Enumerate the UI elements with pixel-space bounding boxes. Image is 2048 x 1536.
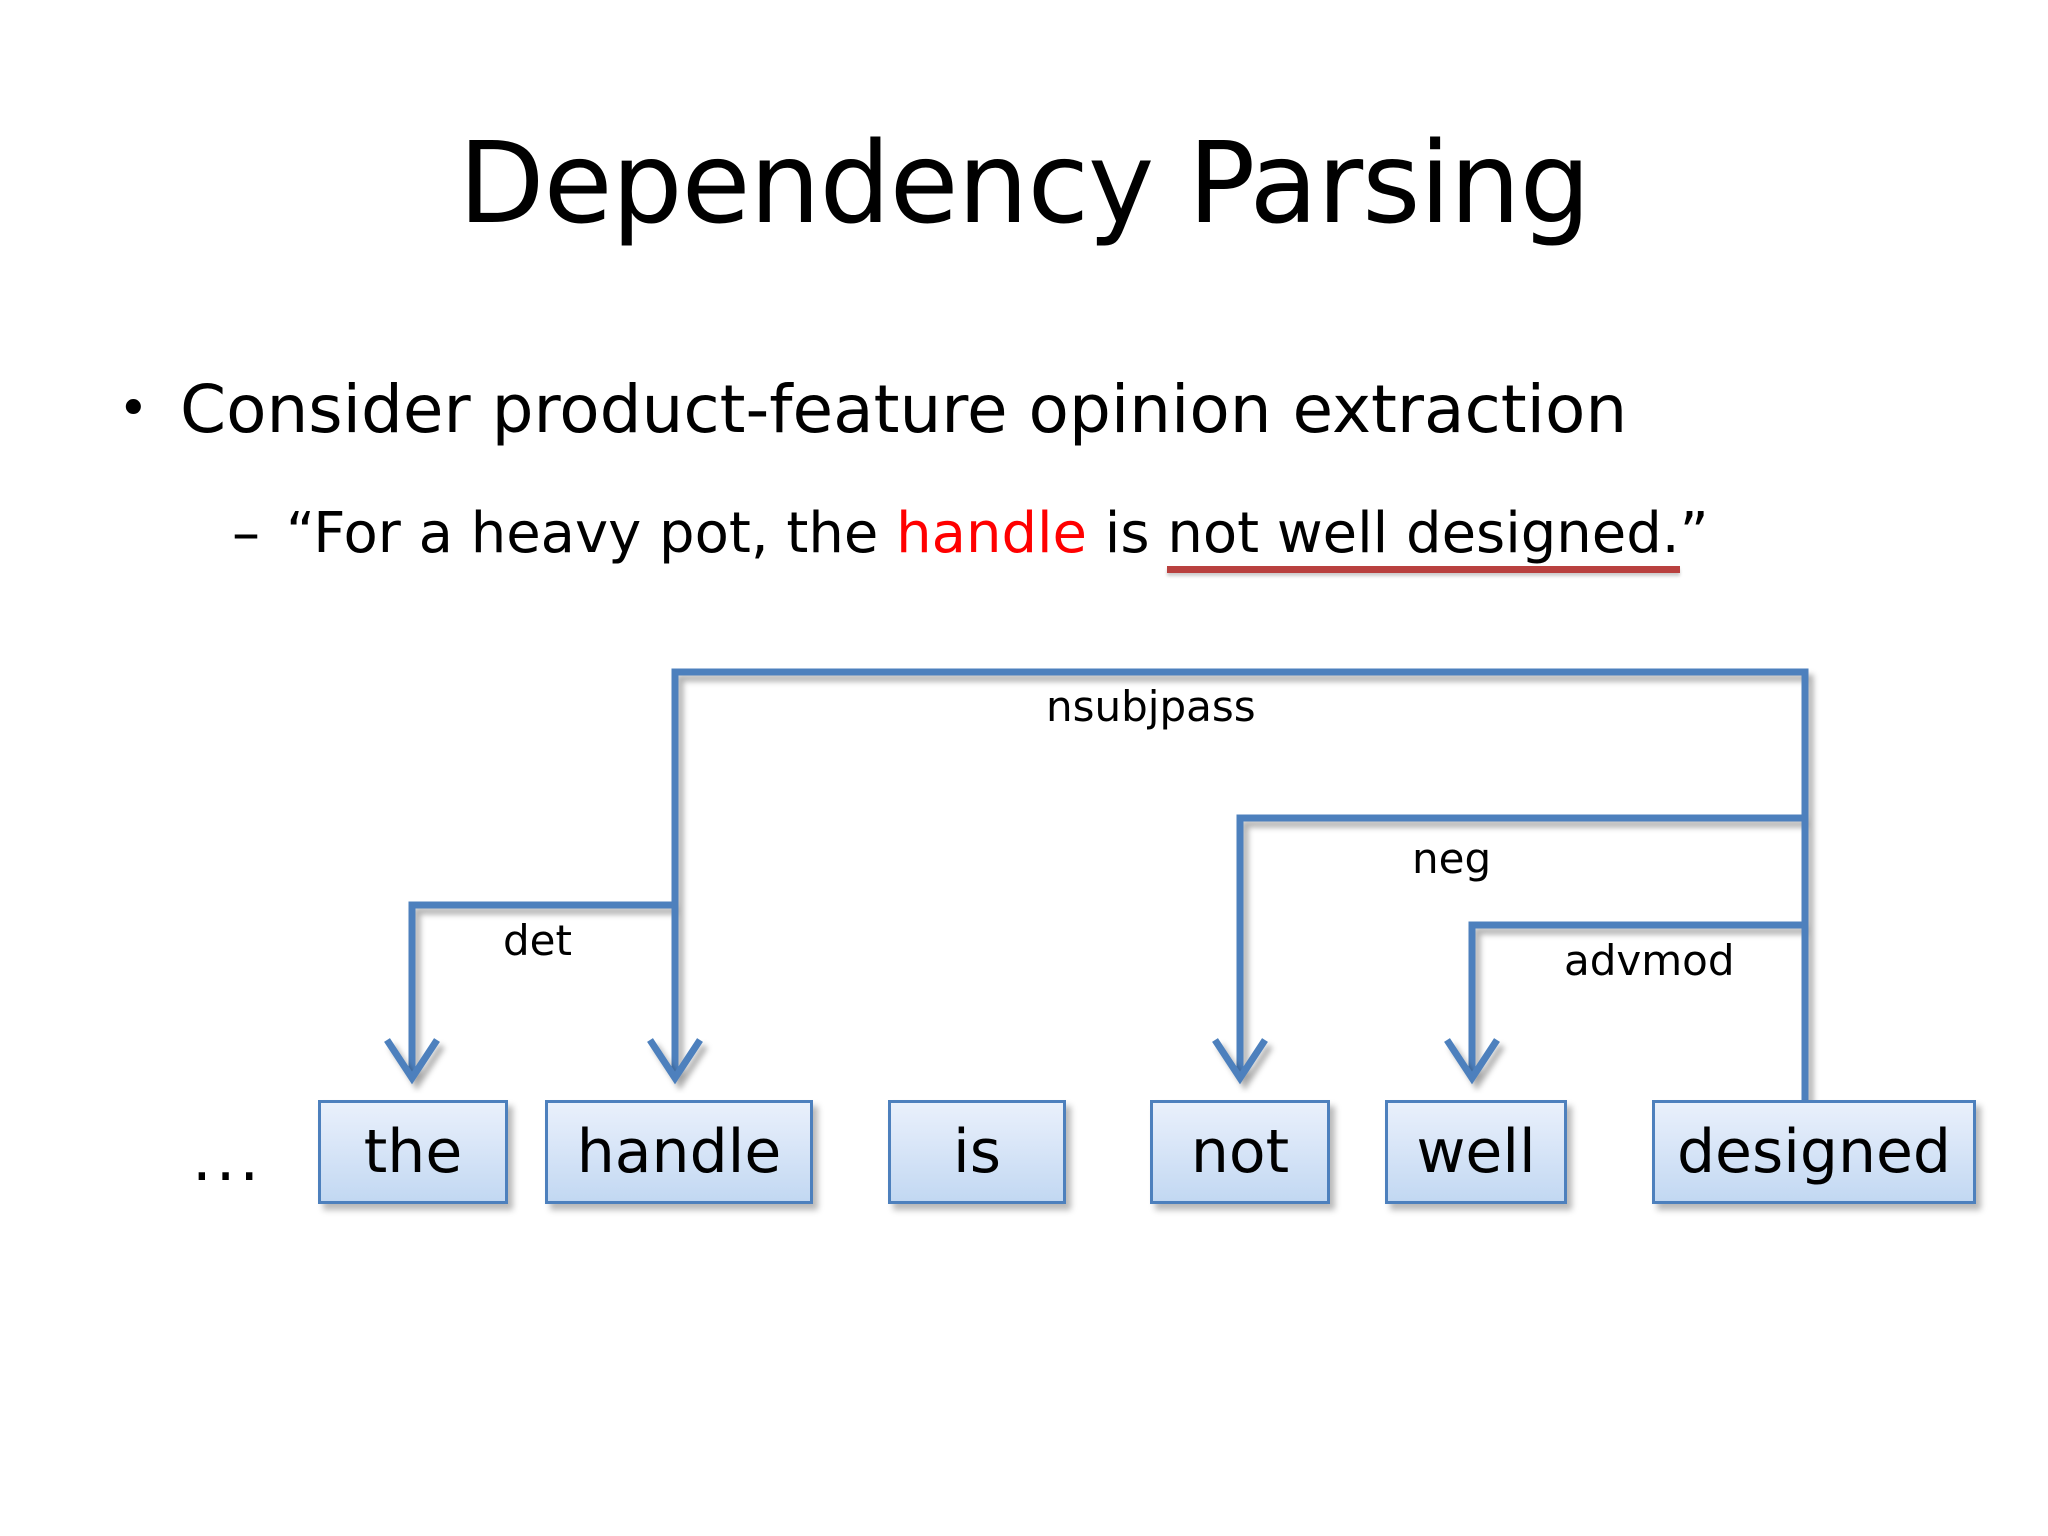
token-box-is: is (888, 1100, 1066, 1204)
bullet-level-1-text: Consider product-feature opinion extract… (180, 371, 1628, 448)
bullet-level-2: –“For a heavy pot, the handle is not wel… (232, 500, 2032, 574)
arc-label-nsubjpass: nsubjpass (1046, 682, 1256, 731)
token-box-not: not (1150, 1100, 1330, 1204)
quote-open: “ (286, 501, 314, 566)
token-box-well: well (1385, 1100, 1567, 1204)
sub-bullet-marker-icon: – (232, 501, 260, 566)
arrowhead-to-the (384, 1038, 440, 1085)
bullet-level-1: • Consider product-feature opinion extrac… (118, 370, 2018, 449)
arrowhead-to-handle (647, 1038, 703, 1085)
arrowhead-to-well (1444, 1038, 1500, 1085)
arc-nsubjpass (671, 668, 1809, 1100)
arc-label-advmod: advmod (1564, 936, 1735, 985)
ellipsis-text: ... (192, 1122, 264, 1195)
token-box-handle: handle (545, 1100, 813, 1204)
arc-label-det: det (503, 916, 572, 965)
highlighted-feature-word: handle (896, 501, 1087, 566)
token-box-the: the (318, 1100, 508, 1204)
quote-close: ” (1679, 501, 1709, 566)
arc-label-neg: neg (1412, 834, 1492, 883)
page-title: Dependency Parsing (458, 119, 1590, 249)
arrowhead-to-not (1212, 1038, 1268, 1085)
sentence-middle: is (1087, 501, 1168, 566)
underlined-opinion-phrase: not well designed. (1167, 501, 1680, 574)
token-box-designed: designed (1652, 1100, 1976, 1204)
bullet-marker-icon: • (118, 379, 149, 439)
sentence-prefix: For a heavy pot, the (313, 501, 897, 566)
